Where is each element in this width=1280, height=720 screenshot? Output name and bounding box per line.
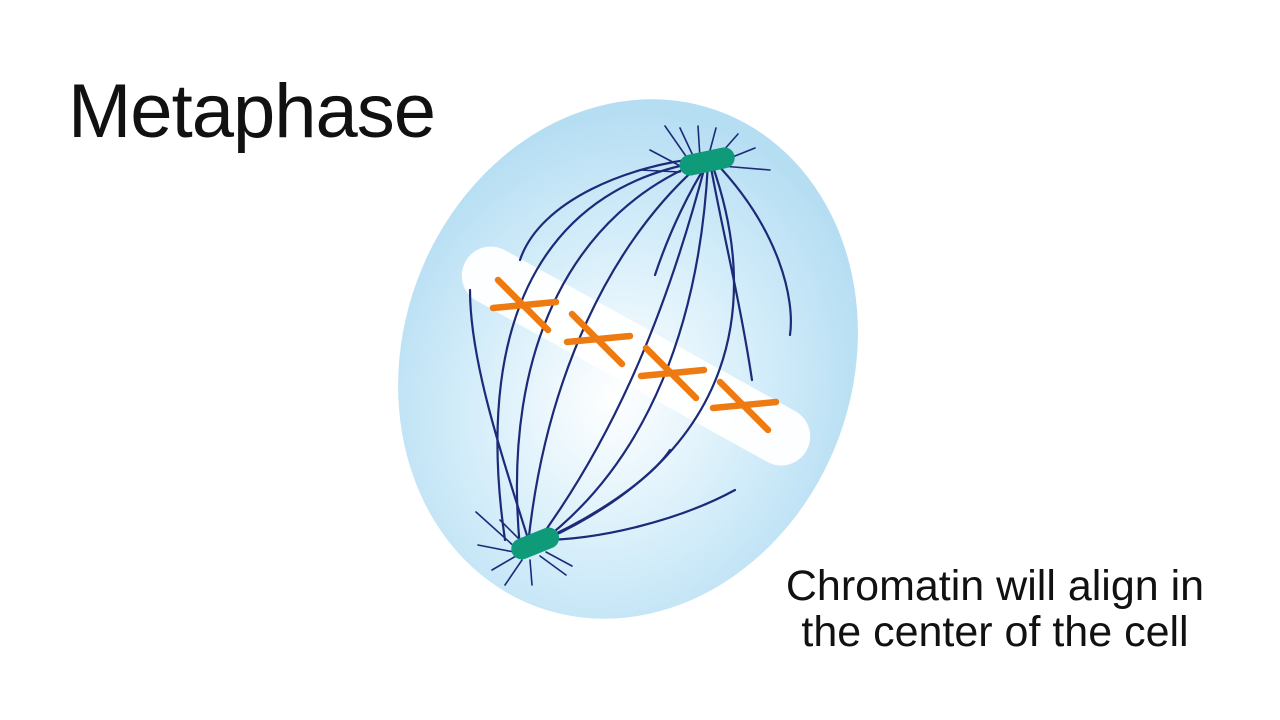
chromosome-icon: [637, 344, 708, 402]
caption-line-2: the center of the cell: [801, 608, 1189, 657]
spindle-fiber-icon: [533, 160, 708, 547]
spindle-fiber-icon: [468, 288, 532, 547]
spindle-fiber-icon: [515, 160, 702, 550]
caption: Chromatin will align in the center of th…: [760, 563, 1230, 656]
spindle-fiber-icon: [713, 160, 792, 337]
spindle-fiber-icon: [708, 160, 754, 382]
spindle-fiber-icon: [538, 488, 737, 542]
caption-line-1: Chromatin will align in: [785, 562, 1205, 610]
centrosome-icon: [511, 527, 560, 560]
chromosome-icon: [563, 310, 634, 368]
chromosome-icon: [709, 378, 780, 434]
chromosomes: [489, 276, 780, 434]
spindle-fiber-icon: [496, 160, 702, 542]
chromosome-icon: [489, 276, 560, 334]
spindle-fiber-icon: [538, 161, 710, 545]
page-title: Metaphase: [68, 69, 436, 154]
spindle-fiber-icon: [526, 158, 707, 547]
centrosome-icon: [679, 147, 735, 176]
spindle-fiber-icon: [518, 156, 704, 262]
